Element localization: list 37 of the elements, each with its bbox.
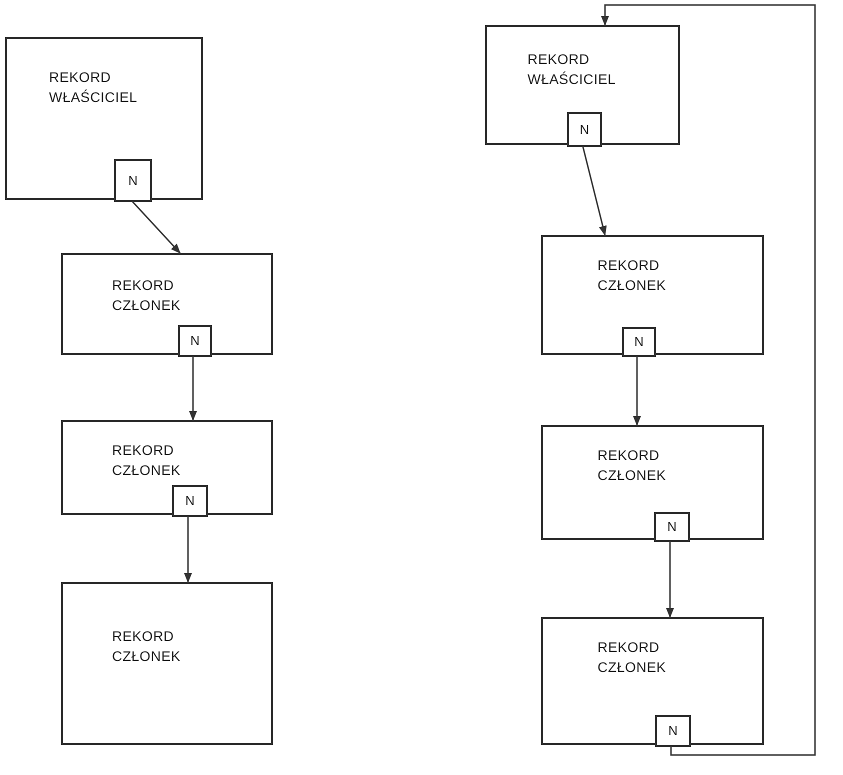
record-label: REKORD WŁAŚCICIEL [49, 68, 138, 107]
arrow [130, 200, 181, 254]
pointer-label: N [667, 518, 677, 536]
record-label: REKORD WŁAŚCICIEL [528, 50, 617, 89]
arrow [189, 355, 197, 421]
record-label: REKORD CZŁONEK [598, 256, 668, 295]
record-box [5, 37, 203, 200]
record-label: REKORD CZŁONEK [112, 441, 182, 480]
pointer-box [655, 715, 691, 747]
record-box [541, 617, 764, 745]
pointer-box [172, 485, 208, 517]
pointer-label: N [128, 172, 138, 190]
pointer-label: N [668, 722, 678, 740]
record-box [61, 420, 273, 515]
pointer-label: N [185, 492, 195, 510]
record-label: REKORD CZŁONEK [598, 446, 668, 485]
pointer-box [567, 112, 602, 147]
arrow [633, 355, 641, 426]
arrow [601, 4, 816, 756]
record-label: REKORD CZŁONEK [598, 638, 668, 677]
pointer-label: N [580, 120, 590, 139]
arrow [582, 144, 607, 236]
pointer-label: N [634, 333, 644, 352]
pointer-box [178, 325, 212, 357]
record-box [541, 235, 764, 355]
pointer-box [622, 327, 656, 357]
record-box [541, 425, 764, 540]
pointer-box [114, 159, 152, 202]
record-box [485, 25, 680, 145]
record-box [61, 253, 273, 355]
record-box [61, 582, 273, 745]
arrow [666, 540, 674, 618]
arrow [184, 515, 192, 583]
record-label: REKORD CZŁONEK [112, 627, 182, 666]
record-label: REKORD CZŁONEK [112, 276, 182, 315]
pointer-label: N [190, 332, 200, 350]
pointer-box [654, 512, 690, 542]
